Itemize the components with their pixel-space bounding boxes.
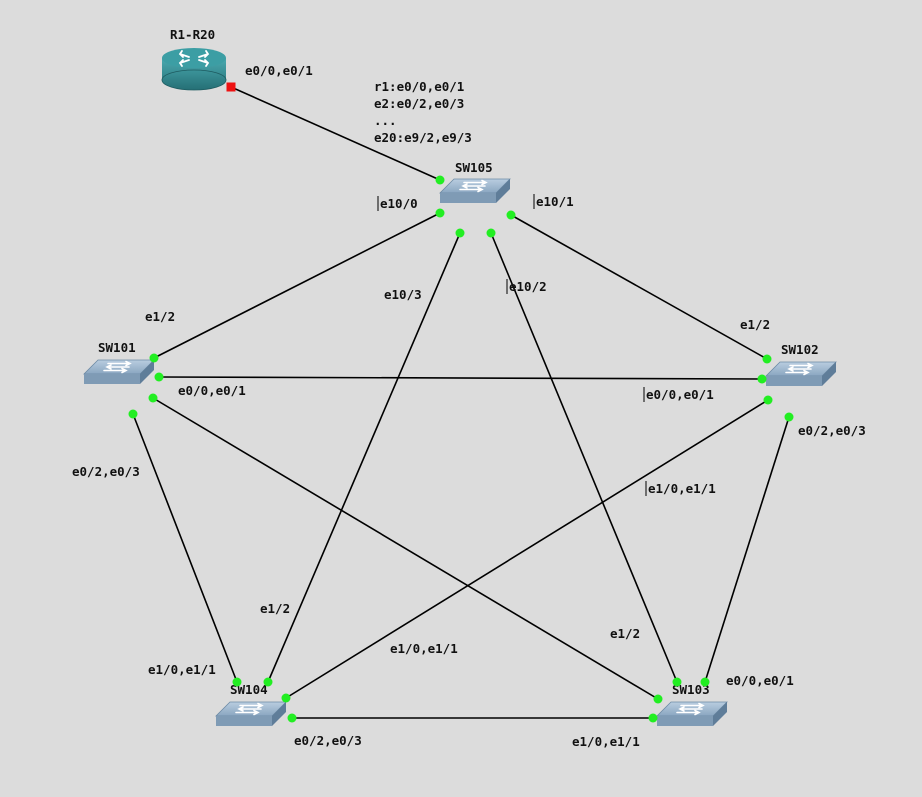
interface-label: e10/3 <box>384 287 422 302</box>
note-line: ... <box>374 113 397 128</box>
switch-label: SW103 <box>672 682 710 697</box>
interface-label: e0/0,e0/1 <box>646 387 714 402</box>
link-router-sw105[interactable] <box>230 86 441 181</box>
port-dot <box>455 228 465 238</box>
links <box>132 86 790 719</box>
port-dot <box>154 372 164 382</box>
port-dot <box>506 210 516 220</box>
switch-icon <box>215 701 287 726</box>
link-sw105-sw102[interactable] <box>510 214 768 360</box>
port-dot <box>149 353 159 363</box>
note-line: e20:e9/2,e9/3 <box>374 130 472 145</box>
interface-labels: e0/0,e0/1 e10/0 e10/1 e10/3 e10/2 e1/2 e… <box>72 63 866 749</box>
port-dot <box>128 409 138 419</box>
port-dot <box>232 677 242 687</box>
switch-icon <box>656 701 728 726</box>
port-dot <box>762 354 772 364</box>
switch-label: SW102 <box>781 342 819 357</box>
interface-label: e1/0,e1/1 <box>390 641 458 656</box>
switch-sw102[interactable]: SW102 <box>765 342 837 386</box>
note-line: r1:e0/0,e0/1 <box>374 79 464 94</box>
interface-label: e1/0,e1/1 <box>572 734 640 749</box>
interface-label: e10/2 <box>509 279 547 294</box>
interface-label: e1/2 <box>145 309 175 324</box>
interface-label: e0/2,e0/3 <box>798 423 866 438</box>
port-dot <box>672 677 682 687</box>
link-sw105-sw104[interactable] <box>267 232 461 683</box>
port-dot <box>287 713 297 723</box>
switch-icon <box>439 178 511 203</box>
interface-label: e1/0,e1/1 <box>648 481 716 496</box>
interface-label: e0/0,e0/1 <box>245 63 313 78</box>
switch-icon <box>83 359 155 384</box>
port-dot <box>281 693 291 703</box>
router-icon <box>161 48 227 91</box>
interface-label: e0/0,e0/1 <box>726 673 794 688</box>
interface-label: e10/0 <box>380 196 418 211</box>
interface-label: e0/2,e0/3 <box>72 464 140 479</box>
switch-label: SW105 <box>455 160 493 175</box>
link-sw101-sw103[interactable] <box>152 397 659 700</box>
mapping-note: r1:e0/0,e0/1 e2:e0/2,e0/3 ... e20:e9/2,e… <box>374 79 472 145</box>
port-dot <box>700 677 710 687</box>
port-dot <box>435 175 445 185</box>
port-dot <box>757 374 767 384</box>
interface-label: e1/2 <box>740 317 770 332</box>
port-dot <box>486 228 496 238</box>
link-sw101-sw102[interactable] <box>158 376 763 380</box>
note-line: e2:e0/2,e0/3 <box>374 96 464 111</box>
router-label: R1-R20 <box>170 27 215 42</box>
port-dot <box>648 713 658 723</box>
link-sw102-sw104[interactable] <box>285 399 769 699</box>
switch-sw104[interactable]: SW104 <box>215 682 287 726</box>
switch-icon <box>765 361 837 386</box>
router-port-icon <box>226 82 236 92</box>
port-dot <box>763 395 773 405</box>
interface-label: e0/2,e0/3 <box>294 733 362 748</box>
port-dot <box>653 694 663 704</box>
port-dot <box>784 412 794 422</box>
interface-label: e1/0,e1/1 <box>148 662 216 677</box>
link-sw105-sw101[interactable] <box>153 212 441 359</box>
connection-dots <box>128 175 794 723</box>
port-dot <box>148 393 158 403</box>
port-dot <box>263 677 273 687</box>
interface-label: e10/1 <box>536 194 574 209</box>
switch-sw103[interactable]: SW103 <box>656 682 728 726</box>
router-r1-r20[interactable]: R1-R20 <box>161 27 236 92</box>
switch-sw105[interactable]: SW105 <box>439 160 511 203</box>
interface-label: e0/0,e0/1 <box>178 383 246 398</box>
interface-label: e1/2 <box>610 626 640 641</box>
link-sw101-sw104[interactable] <box>132 413 238 683</box>
port-dot <box>435 208 445 218</box>
switch-label: SW101 <box>98 340 136 355</box>
link-sw102-sw103[interactable] <box>704 416 790 683</box>
link-sw105-sw103[interactable] <box>490 232 678 683</box>
interface-label: e1/2 <box>260 601 290 616</box>
switch-sw101[interactable]: SW101 <box>83 340 155 384</box>
